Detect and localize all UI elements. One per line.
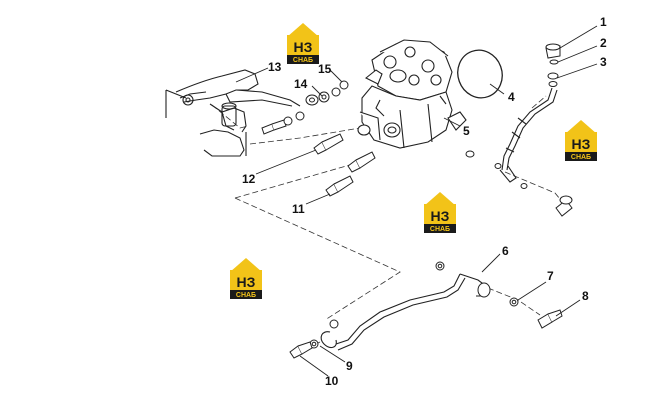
callout-7: 7	[547, 269, 554, 283]
callout-9: 9	[346, 359, 353, 373]
callout-6: 6	[502, 244, 509, 258]
fitting-6	[435, 261, 491, 298]
compressor-body	[357, 39, 467, 149]
washer-9	[309, 319, 339, 349]
leader-lines	[235, 25, 598, 377]
bolt-part	[261, 111, 305, 135]
callout-3: 3	[600, 55, 607, 69]
bolt-11	[325, 175, 354, 197]
callout-13: 13	[268, 60, 282, 74]
watermark-logo: НЗ СНАБ	[565, 120, 597, 161]
callout-14: 14	[294, 77, 308, 91]
bolt-10	[289, 341, 313, 359]
svg-text:СНАБ: СНАБ	[430, 226, 450, 233]
callout-12: 12	[242, 172, 256, 186]
svg-text:НЗ: НЗ	[237, 274, 256, 290]
bolt-8	[537, 309, 563, 329]
svg-text:НЗ: НЗ	[431, 208, 450, 224]
svg-text:СНАБ: СНАБ	[293, 57, 313, 64]
svg-text:НЗ: НЗ	[294, 39, 313, 55]
callout-8: 8	[582, 289, 589, 303]
pipe-upper-right	[499, 87, 558, 183]
callout-2: 2	[600, 36, 607, 50]
bracket-assembly	[165, 69, 301, 157]
fitting-right-bottom	[465, 150, 573, 217]
callout-1: 1	[600, 15, 607, 29]
watermark-logo: НЗ СНАБ	[424, 192, 456, 233]
svg-text:НЗ: НЗ	[572, 136, 591, 152]
fitting-1	[545, 43, 561, 87]
washer-nut-stack	[305, 80, 349, 106]
watermark-logo: НЗ СНАБ	[230, 258, 262, 299]
callout-5: 5	[463, 124, 470, 138]
callout-11: 11	[292, 202, 305, 216]
svg-text:СНАБ: СНАБ	[571, 154, 591, 161]
callouts: 1 2 3 4 5 6 7 8 9 10 11 12 13 14 15	[242, 15, 607, 388]
callout-4: 4	[508, 90, 515, 104]
gasket-ring	[457, 49, 503, 99]
washer-7	[509, 297, 519, 307]
bolt-12	[313, 133, 344, 155]
svg-text:СНАБ: СНАБ	[236, 292, 256, 299]
bolt-12b	[347, 151, 376, 173]
callout-10: 10	[325, 374, 339, 388]
callout-15: 15	[318, 62, 332, 76]
pipe-lower	[320, 273, 487, 351]
watermark-logo: НЗ СНАБ	[287, 23, 319, 64]
